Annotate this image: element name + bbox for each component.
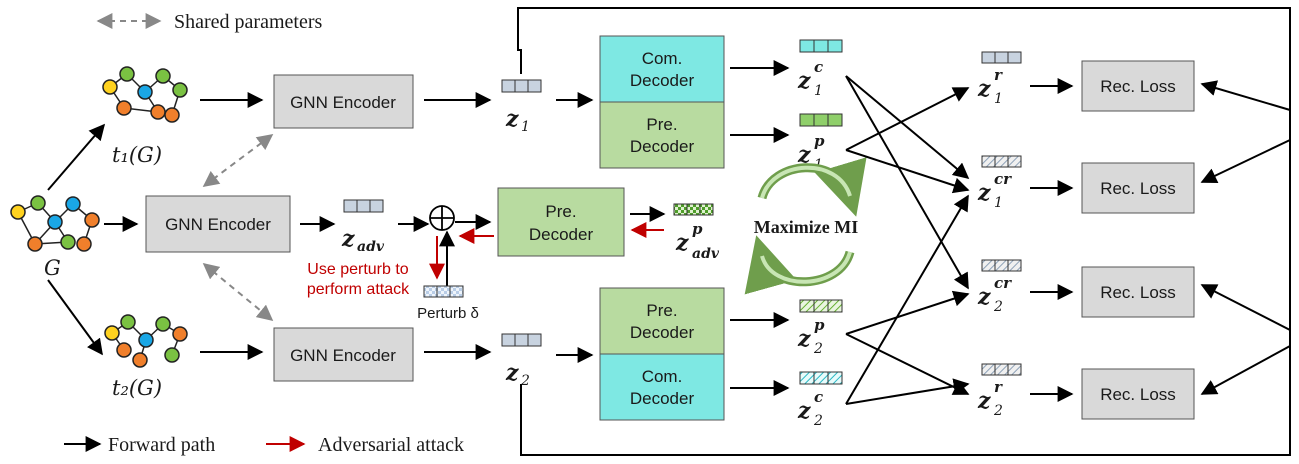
graph-icon-view1 bbox=[102, 66, 188, 123]
gnn-encoder-bottom: GNN Encoder bbox=[273, 327, 414, 382]
attack-note-line2: perform attack bbox=[307, 281, 410, 298]
svg-text:z: z bbox=[675, 230, 689, 256]
rec-loss-4: Rec. Loss bbox=[1081, 368, 1195, 420]
svg-text:z: z bbox=[797, 68, 811, 94]
svg-text:Com.: Com. bbox=[642, 367, 683, 386]
graph-icon-input bbox=[10, 195, 100, 252]
maximize-mi: Maximize MI bbox=[744, 157, 867, 295]
legend-adversarial: Adversarial attack bbox=[266, 434, 464, 456]
svg-text:z: z bbox=[797, 326, 811, 352]
rec-loss-3: Rec. Loss bbox=[1081, 266, 1195, 318]
label-t2G: t₂(G) bbox=[112, 376, 162, 400]
svg-text:1: 1 bbox=[994, 91, 1003, 107]
svg-text:Decoder: Decoder bbox=[529, 225, 594, 244]
svg-text:z: z bbox=[505, 106, 519, 132]
svg-text:1: 1 bbox=[521, 119, 530, 135]
latent-z1r: z r 1 bbox=[977, 51, 1022, 107]
svg-text:adv: adv bbox=[357, 239, 385, 255]
svg-text:Decoder: Decoder bbox=[630, 137, 695, 156]
svg-text:cr: cr bbox=[994, 170, 1012, 188]
pre-decoder-bottom: Pre. Decoder bbox=[599, 287, 725, 355]
svg-text:GNN Encoder: GNN Encoder bbox=[290, 346, 396, 365]
svg-text:2: 2 bbox=[813, 341, 823, 357]
svg-text:z: z bbox=[977, 284, 991, 310]
label-t1G: t₁(G) bbox=[112, 143, 162, 167]
svg-text:2: 2 bbox=[993, 299, 1003, 315]
svg-text:p: p bbox=[814, 316, 825, 334]
svg-text:GNN Encoder: GNN Encoder bbox=[290, 93, 396, 112]
svg-text:c: c bbox=[814, 58, 823, 76]
svg-text:r: r bbox=[994, 66, 1003, 84]
svg-text:p: p bbox=[814, 132, 825, 150]
svg-text:2: 2 bbox=[993, 403, 1003, 419]
embedding-zadv: z adv bbox=[341, 199, 385, 255]
attack-note-line1: Use perturb to bbox=[307, 261, 408, 278]
svg-text:Pre.: Pre. bbox=[646, 115, 677, 134]
svg-text:2: 2 bbox=[520, 373, 530, 389]
com-decoder-bottom: Com. Decoder bbox=[599, 353, 725, 421]
svg-text:GNN Encoder: GNN Encoder bbox=[165, 215, 271, 234]
svg-text:Decoder: Decoder bbox=[630, 71, 695, 90]
svg-text:Decoder: Decoder bbox=[630, 323, 695, 342]
svg-text:adv: adv bbox=[692, 246, 720, 262]
legend-adversarial-label: Adversarial attack bbox=[318, 434, 464, 456]
label-G: G bbox=[44, 256, 61, 280]
latent-z1c: z c 1 bbox=[797, 39, 843, 99]
legend-shared-label: Shared parameters bbox=[174, 11, 322, 33]
legend-forward: Forward path bbox=[64, 434, 215, 456]
svg-text:Com.: Com. bbox=[642, 49, 683, 68]
pre-decoder-middle: Pre. Decoder bbox=[497, 187, 625, 257]
rec-loss-1: Rec. Loss bbox=[1081, 60, 1195, 112]
svg-text:Decoder: Decoder bbox=[630, 389, 695, 408]
svg-text:z: z bbox=[797, 142, 811, 168]
svg-text:z: z bbox=[977, 388, 991, 414]
svg-text:Rec. Loss: Rec. Loss bbox=[1100, 77, 1176, 96]
svg-text:1: 1 bbox=[994, 195, 1003, 211]
svg-text:r: r bbox=[994, 378, 1003, 396]
latent-z2cr: z cr 2 bbox=[977, 259, 1022, 315]
legend-forward-label: Forward path bbox=[108, 434, 215, 456]
latent-z2r: z r 2 bbox=[977, 363, 1022, 419]
maximize-mi-label: Maximize MI bbox=[754, 217, 858, 237]
svg-text:z: z bbox=[341, 226, 355, 252]
svg-text:c: c bbox=[814, 388, 823, 406]
svg-text:Pre.: Pre. bbox=[545, 202, 576, 221]
svg-text:Rec. Loss: Rec. Loss bbox=[1100, 179, 1176, 198]
perturb-label: Perturb δ bbox=[417, 305, 479, 322]
graph-icon-view2 bbox=[104, 314, 188, 368]
rec-loss-2: Rec. Loss bbox=[1081, 162, 1195, 214]
svg-text:2: 2 bbox=[813, 413, 823, 429]
pre-decoder-top: Pre. Decoder bbox=[599, 101, 725, 169]
perturb-vector bbox=[423, 285, 464, 298]
latent-z1cr: z cr 1 bbox=[977, 155, 1022, 211]
svg-text:Rec. Loss: Rec. Loss bbox=[1100, 283, 1176, 302]
svg-text:z: z bbox=[797, 398, 811, 424]
svg-text:z: z bbox=[977, 180, 991, 206]
svg-text:Pre.: Pre. bbox=[646, 301, 677, 320]
svg-text:z: z bbox=[505, 360, 519, 386]
latent-z2p: z p 2 bbox=[797, 299, 843, 357]
latent-z2c: z c 2 bbox=[797, 371, 843, 429]
com-decoder-top: Com. Decoder bbox=[599, 35, 725, 103]
svg-text:cr: cr bbox=[994, 274, 1012, 292]
svg-text:p: p bbox=[692, 220, 703, 238]
embedding-z2: z 2 bbox=[501, 333, 542, 389]
gnn-encoder-middle: GNN Encoder bbox=[145, 195, 291, 253]
legend-shared: Shared parameters bbox=[96, 11, 322, 33]
latent-zadvp: z p adv bbox=[673, 203, 720, 262]
embedding-z1: z 1 bbox=[501, 79, 542, 135]
svg-text:z: z bbox=[977, 76, 991, 102]
svg-text:1: 1 bbox=[814, 83, 823, 99]
svg-text:Rec. Loss: Rec. Loss bbox=[1100, 385, 1176, 404]
gnn-encoder-top: GNN Encoder bbox=[273, 74, 414, 129]
sum-operator-icon bbox=[429, 205, 455, 231]
